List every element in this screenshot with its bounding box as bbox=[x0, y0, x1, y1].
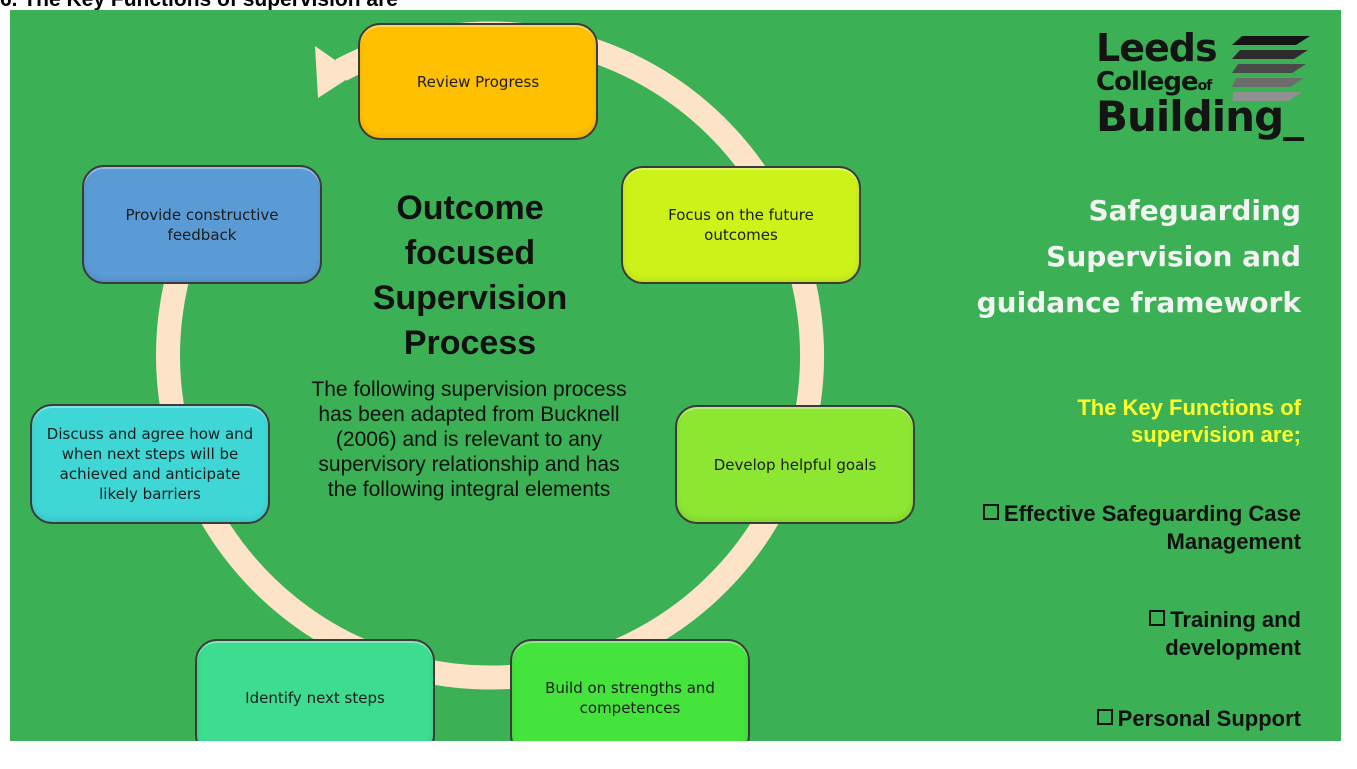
step-develop-helpful-goals: Develop helpful goals bbox=[675, 405, 915, 524]
sidebar-subtitle: The Key Functions of supervision are; bbox=[1077, 395, 1301, 447]
checkbox-icon bbox=[1149, 610, 1166, 626]
step-label: Develop helpful goals bbox=[713, 455, 877, 474]
sidebar-title: Safeguarding Supervision and guidance fr… bbox=[976, 194, 1301, 319]
function-label: Personal Support bbox=[1117, 706, 1301, 731]
diagram-title: Outcome focused Supervision Process bbox=[372, 189, 568, 362]
step-discuss-and-agree: Discuss and agree how and when next step… bbox=[30, 404, 270, 524]
logo-line2: Collegeof bbox=[1096, 67, 1212, 97]
step-review-progress: Review Progress bbox=[358, 23, 598, 140]
function-label: Training and development bbox=[1165, 607, 1301, 660]
college-logo: Leeds Collegeof Building_ bbox=[1080, 28, 1320, 158]
logo-line1: Leeds bbox=[1096, 26, 1218, 70]
step-identify-next-steps: Identify next steps bbox=[195, 639, 435, 741]
page-heading: 6. The Key Functions of supervision are bbox=[0, 0, 398, 12]
step-provide-feedback: Provide constructive feedback bbox=[82, 165, 322, 284]
function-label: Effective Safeguarding Case Management bbox=[1003, 501, 1301, 554]
step-label: Provide constructive feedback bbox=[125, 205, 279, 244]
function-item: Training and development bbox=[1101, 606, 1301, 662]
step-label: Discuss and agree how and when next step… bbox=[46, 425, 254, 503]
step-label: Focus on the future outcomes bbox=[668, 206, 814, 244]
logo-stripes-icon bbox=[1232, 36, 1310, 101]
slide: Review Progress Focus on the future outc… bbox=[10, 10, 1341, 741]
checkbox-icon bbox=[982, 504, 999, 520]
logo-line3: Building_ bbox=[1096, 92, 1304, 141]
step-label: Review Progress bbox=[416, 72, 540, 91]
step-label: Identify next steps bbox=[245, 689, 385, 707]
function-item: Personal Support bbox=[1001, 705, 1301, 733]
step-build-on-strengths: Build on strengths and competences bbox=[510, 639, 750, 741]
checkbox-icon bbox=[1096, 709, 1113, 725]
diagram-description: The following supervision process has be… bbox=[311, 378, 627, 501]
step-label: Build on strengths and competences bbox=[545, 679, 715, 717]
function-item: Effective Safeguarding Case Management bbox=[941, 500, 1301, 556]
step-focus-future-outcomes: Focus on the future outcomes bbox=[621, 166, 861, 284]
